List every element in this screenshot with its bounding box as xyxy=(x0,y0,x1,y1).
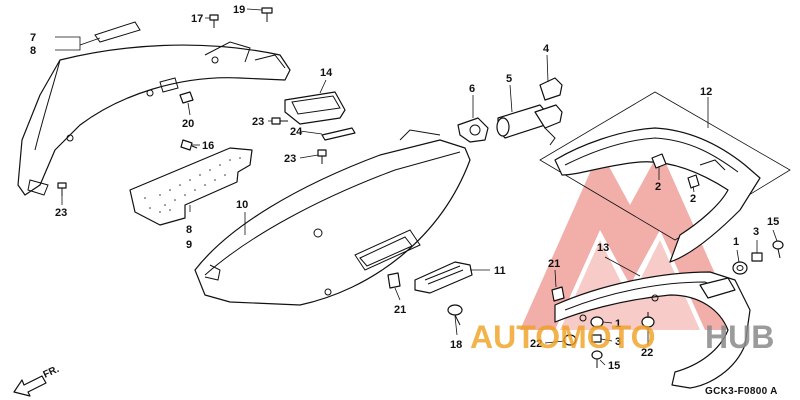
callout-1-b: 1 xyxy=(615,318,621,330)
clip-part-20 xyxy=(159,77,194,104)
clip-part-21-a xyxy=(387,272,401,289)
callout-17: 17 xyxy=(191,13,203,25)
callout-18: 18 xyxy=(450,339,462,351)
screw-part-18 xyxy=(447,304,463,326)
callout-14: 14 xyxy=(320,67,333,79)
strip-part-24 xyxy=(321,127,356,141)
callout-21-b: 21 xyxy=(548,258,560,270)
lock-clip-part-4 xyxy=(539,77,563,101)
assembly-box-part-12 xyxy=(539,91,791,241)
callout-23-a: 23 xyxy=(55,207,67,219)
screw-part-22-a xyxy=(563,334,577,346)
front-direction-label: FR. xyxy=(42,364,61,381)
collar-part-3-a xyxy=(751,252,763,262)
clip-part-21-b xyxy=(551,286,565,302)
callout-11: 11 xyxy=(494,265,506,277)
collar-part-1-a xyxy=(732,261,748,275)
lock-bracket-part-6 xyxy=(457,117,489,143)
callout-8-a: 8 xyxy=(30,45,36,57)
screw-part-22-b xyxy=(641,312,655,328)
callout-2-a: 2 xyxy=(655,181,661,193)
callout-8-b: 8 xyxy=(186,224,192,236)
callout-22-b: 22 xyxy=(641,347,653,359)
rear-cowl-top-part xyxy=(17,21,291,196)
callout-6: 6 xyxy=(469,83,475,95)
callout-9: 9 xyxy=(186,239,192,251)
callout-24: 24 xyxy=(290,126,303,138)
callout-1-a: 1 xyxy=(733,236,739,248)
callout-4: 4 xyxy=(543,43,550,55)
screw-part-17 xyxy=(209,14,219,28)
screw-part-23-b xyxy=(271,117,288,125)
callout-15-b: 15 xyxy=(608,360,620,372)
watermark-text-left: AUTOMOTO xyxy=(470,319,655,355)
callout-20: 20 xyxy=(182,118,194,130)
screw-part-16 xyxy=(180,139,198,151)
callout-23-b: 23 xyxy=(252,116,264,128)
callout-22-a: 22 xyxy=(530,338,542,350)
front-direction-arrow: FR. xyxy=(13,364,61,397)
callout-5: 5 xyxy=(506,73,512,85)
bolt-part-15-b xyxy=(591,350,603,368)
screw-part-23-c xyxy=(317,149,327,164)
callout-10: 10 xyxy=(236,199,248,211)
drawing-code: GCK3-F0800 A xyxy=(705,386,778,397)
callout-15-a: 15 xyxy=(767,216,779,228)
nut-part-2-b xyxy=(687,174,700,189)
callout-labels: 7 8 17 19 20 16 23 8 9 10 14 23 24 23 6 … xyxy=(30,4,779,372)
callout-7: 7 xyxy=(30,32,36,44)
callout-3-a: 3 xyxy=(753,226,759,238)
watermark-text: AUTOMOTO HUB xyxy=(470,319,774,355)
callout-23-c: 23 xyxy=(284,153,296,165)
callout-13: 13 xyxy=(597,242,609,254)
screw-part-23-a xyxy=(57,182,67,196)
side-cover-part-10 xyxy=(194,129,471,306)
watermark-text-right: HUB xyxy=(705,319,774,355)
rear-carrier-lower-part-13 xyxy=(554,271,751,389)
callout-12: 12 xyxy=(700,86,712,98)
bolt-part-15-a xyxy=(772,240,784,259)
callout-3-b: 3 xyxy=(615,336,621,348)
emblem-part-11 xyxy=(414,261,473,294)
rear-carrier-upper-part-12 xyxy=(554,127,761,263)
lock-cylinder-part-5 xyxy=(496,104,563,146)
leader-lines xyxy=(55,8,778,366)
nut-part-2-a xyxy=(651,153,667,169)
callout-21-a: 21 xyxy=(394,304,406,316)
callout-19: 19 xyxy=(233,4,245,16)
grab-handle-part-14 xyxy=(284,91,346,125)
collar-part-3-b xyxy=(591,334,602,343)
foam-pad-part xyxy=(129,147,253,226)
callout-2-b: 2 xyxy=(690,193,696,205)
callout-16: 16 xyxy=(202,140,214,152)
screw-part-19 xyxy=(261,7,273,22)
